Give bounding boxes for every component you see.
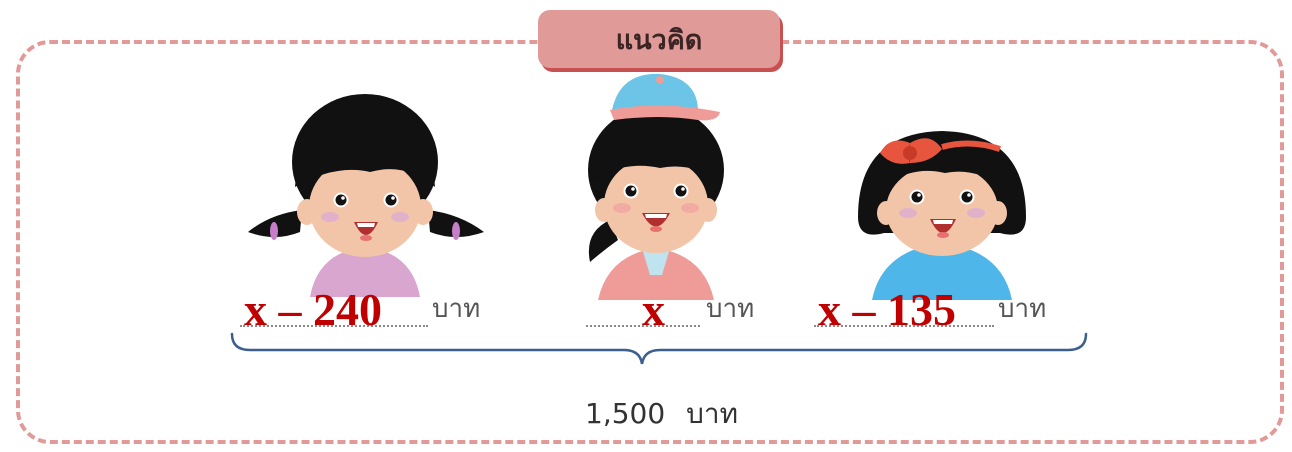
expression-pigtails: x – 240 xyxy=(244,284,382,335)
answer-blank xyxy=(814,325,994,327)
curly-brace xyxy=(230,332,1088,365)
expression-cap: x xyxy=(642,284,665,335)
title-tab: แนวคิด xyxy=(538,10,780,68)
total-label: 1,500 บาท xyxy=(585,392,738,436)
answer-blank xyxy=(240,325,428,327)
label-row-bow: x – 135 บาท xyxy=(814,285,1064,335)
answer-blank xyxy=(586,325,700,327)
girl-cap-illustration xyxy=(588,73,724,300)
label-row-pigtails: x – 240 บาท xyxy=(240,285,490,335)
total-value: 1,500 xyxy=(585,397,666,430)
girl-bow-illustration xyxy=(858,131,1026,300)
girl-pigtails-illustration xyxy=(248,94,484,297)
unit-pigtails: บาท xyxy=(432,294,481,324)
unit-cap: บาท xyxy=(706,294,755,324)
title-label: แนวคิด xyxy=(615,24,703,56)
expression-bow: x – 135 xyxy=(818,284,956,335)
label-row-cap: x บาท xyxy=(586,285,786,335)
total-unit: บาท xyxy=(686,397,739,430)
unit-bow: บาท xyxy=(998,294,1047,324)
